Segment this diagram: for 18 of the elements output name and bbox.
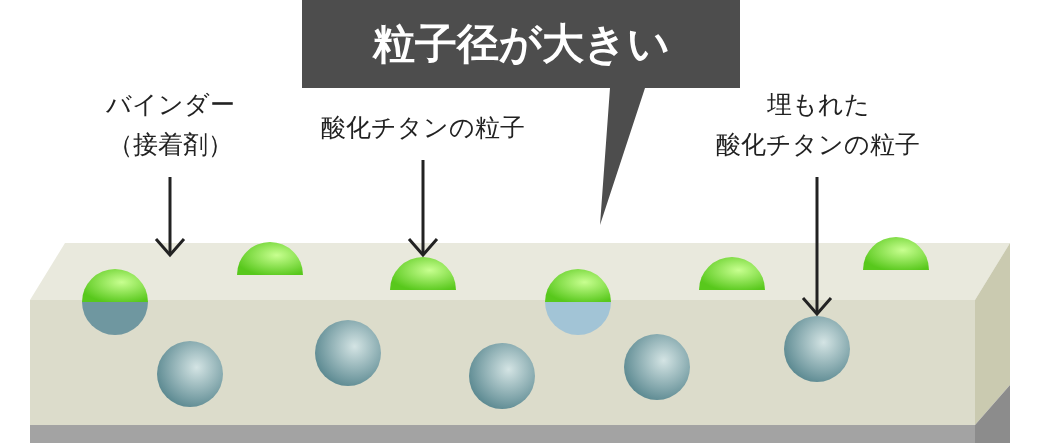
particle bbox=[545, 269, 611, 335]
label-text: バインダー（接着剤） bbox=[104, 89, 236, 161]
particle bbox=[784, 316, 850, 382]
particle bbox=[315, 320, 381, 386]
particle bbox=[390, 257, 456, 290]
label-text: 酸化チタンの粒子 bbox=[320, 112, 526, 144]
particle bbox=[469, 343, 535, 409]
label-text: 酸化チタンの粒子 bbox=[715, 129, 921, 161]
arrow bbox=[154, 177, 186, 257]
label-text: 埋もれた bbox=[765, 89, 871, 121]
particle bbox=[863, 237, 929, 270]
particle bbox=[237, 242, 303, 275]
arrow bbox=[407, 160, 439, 257]
arrow bbox=[801, 177, 833, 316]
particle bbox=[157, 341, 223, 407]
particle bbox=[699, 257, 765, 290]
particle bbox=[624, 334, 690, 400]
particle bbox=[82, 269, 148, 335]
